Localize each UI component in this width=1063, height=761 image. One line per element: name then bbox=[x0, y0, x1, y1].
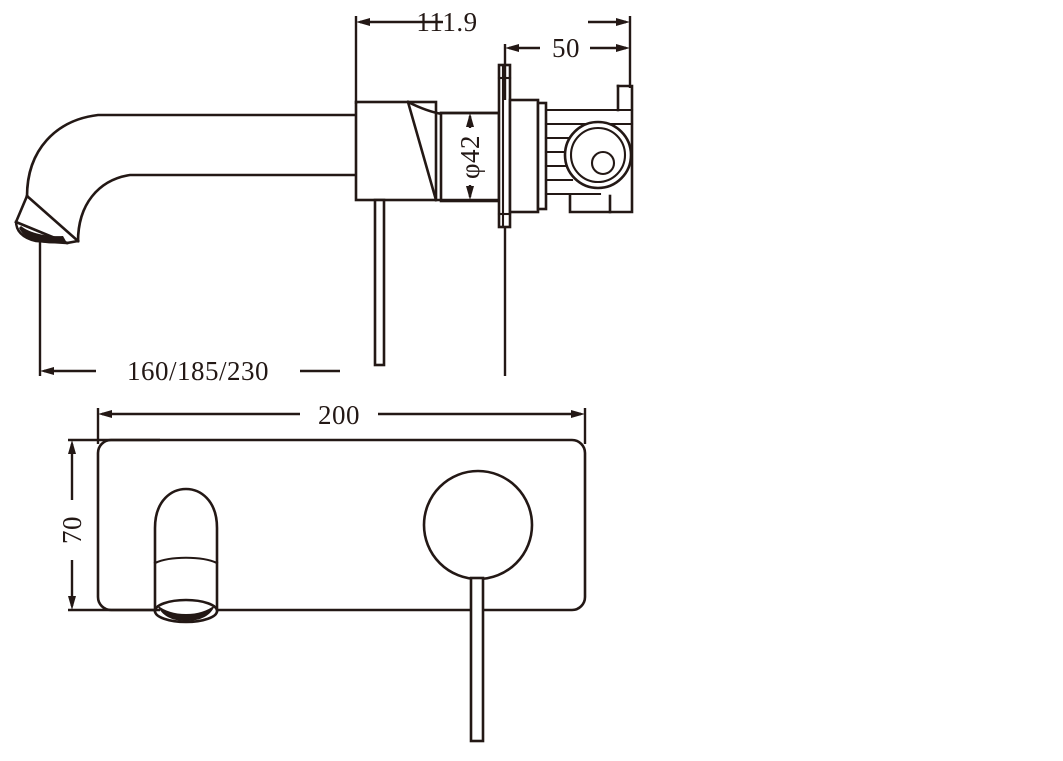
dim-text-overall-projection: 111.9 bbox=[416, 7, 477, 37]
front-spout-seam bbox=[153, 556, 219, 565]
aerator-face bbox=[19, 226, 67, 244]
spout-inner-profile bbox=[76, 173, 358, 243]
dim-arrow-111-right bbox=[616, 18, 630, 26]
dim-arrow-phi42-bottom bbox=[466, 186, 474, 200]
handle-hub-circle bbox=[590, 150, 616, 176]
dim-arrow-50-right bbox=[616, 44, 630, 52]
valve-collar-ring bbox=[536, 101, 548, 211]
dim-arrow-70-bottom bbox=[68, 596, 76, 610]
dim-arrow-70-top bbox=[68, 440, 76, 454]
handle-lever-stem bbox=[373, 198, 386, 367]
dim-text-plate-height: 70 bbox=[57, 516, 87, 544]
dim-arrow-phi42-top bbox=[466, 113, 474, 127]
front-elevation-view bbox=[96, 438, 587, 743]
handle-ring-inner bbox=[569, 126, 627, 184]
dim-arrow-200-left bbox=[98, 410, 112, 418]
valve-collar bbox=[508, 98, 540, 214]
spout-outer-profile bbox=[25, 113, 358, 198]
body-block bbox=[354, 100, 438, 202]
front-spout bbox=[153, 487, 219, 624]
dim-text-plate-width: 200 bbox=[318, 400, 360, 430]
handle-lever-side bbox=[373, 198, 386, 367]
dim-text-spout-heights: 160/185/230 bbox=[127, 356, 269, 386]
dim-text-body-diameter: φ42 bbox=[455, 135, 485, 179]
spout-outlet-top-edge bbox=[25, 194, 80, 243]
body-transition-angle bbox=[406, 100, 438, 202]
body-transition-top bbox=[406, 100, 444, 116]
spout-outlet-left-edge bbox=[14, 194, 80, 245]
front-aerator-shading bbox=[157, 605, 215, 621]
front-view-dimensions: 200 70 bbox=[57, 400, 587, 612]
front-handle-lever bbox=[469, 576, 485, 743]
dim-arrow-50-left bbox=[505, 44, 519, 52]
front-spout-outline bbox=[153, 487, 219, 613]
spout-arm bbox=[14, 113, 358, 245]
side-view-dimensions: 111.9 50 φ42 160/185/230 bbox=[38, 7, 632, 386]
dim-arrow-200-right bbox=[571, 410, 585, 418]
front-handle-circle bbox=[422, 469, 534, 581]
front-handle bbox=[422, 469, 534, 743]
dim-arrow-111-left bbox=[356, 18, 370, 26]
dim-arrow-heights-left bbox=[40, 367, 54, 375]
valve-bracket-outline bbox=[568, 84, 634, 214]
side-elevation-view bbox=[14, 63, 634, 367]
in-wall-valve-body bbox=[508, 84, 634, 214]
dim-text-wall-depth: 50 bbox=[552, 33, 580, 63]
handle-ring-outer bbox=[563, 120, 633, 190]
